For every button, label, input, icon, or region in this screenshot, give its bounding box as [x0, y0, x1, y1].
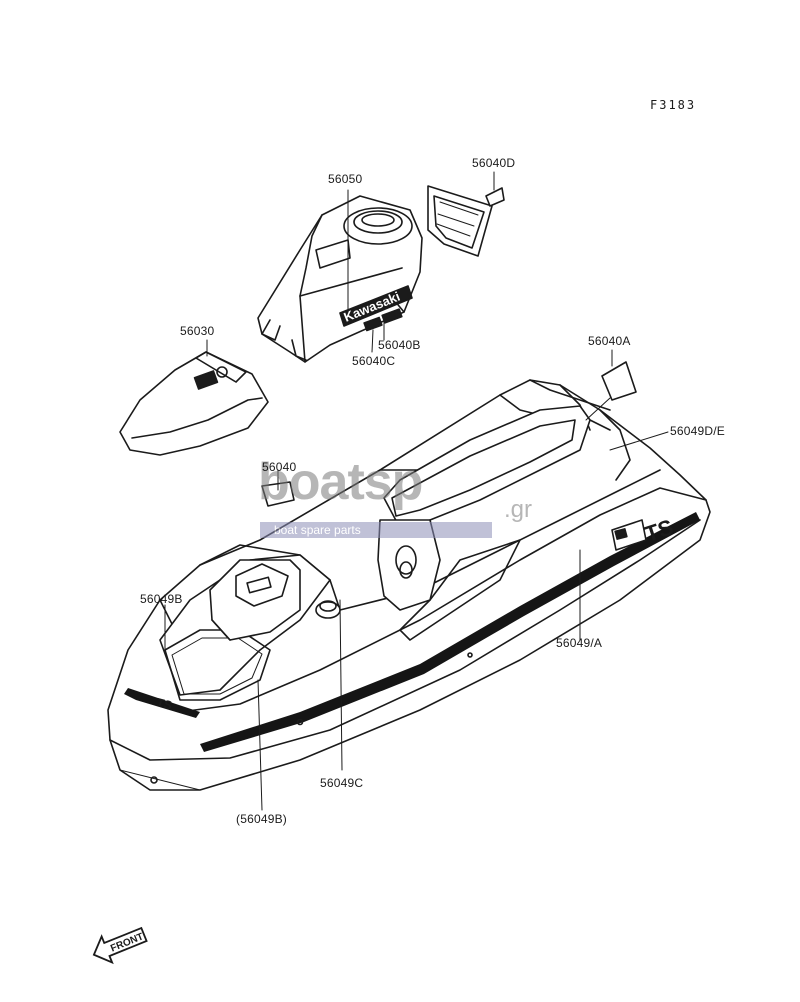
part-label-56049DE: 56049D/E — [670, 424, 725, 438]
part-label-56040C: 56040C — [352, 354, 396, 368]
hull-stripe — [200, 512, 700, 752]
leader-lines — [164, 431, 669, 811]
decal-56040A — [585, 349, 637, 421]
part-label-56049B-paren: (56049B) — [236, 812, 287, 826]
nameplate-frame — [427, 171, 505, 257]
part-label-56040B: 56040B — [378, 338, 421, 352]
part-label-56049A: 56049/A — [556, 636, 603, 650]
watermark-tld: .gr — [504, 496, 533, 523]
watermark-logo: boatsp .gr boat spare parts — [258, 452, 548, 542]
part-label-56040A: 56040A — [588, 334, 631, 348]
watermark-tagline: boat spare parts — [260, 522, 492, 538]
seat — [119, 339, 269, 456]
part-label-56049C: 56049C — [320, 776, 364, 790]
nose-model-text: TS — [155, 695, 173, 712]
part-label-56040: 56040 — [262, 460, 297, 474]
figure-code: F3183 — [650, 98, 697, 112]
front-direction-arrow: FRONT — [92, 926, 148, 965]
part-label-56030: 56030 — [180, 324, 215, 338]
part-label-56049B: 56049B — [140, 592, 183, 606]
watermark-main: boatsp — [258, 453, 423, 511]
engine-hood: Kawasaki — [257, 189, 423, 363]
part-label-56050: 56050 — [328, 172, 363, 186]
part-label-56040D: 56040D — [472, 156, 516, 170]
